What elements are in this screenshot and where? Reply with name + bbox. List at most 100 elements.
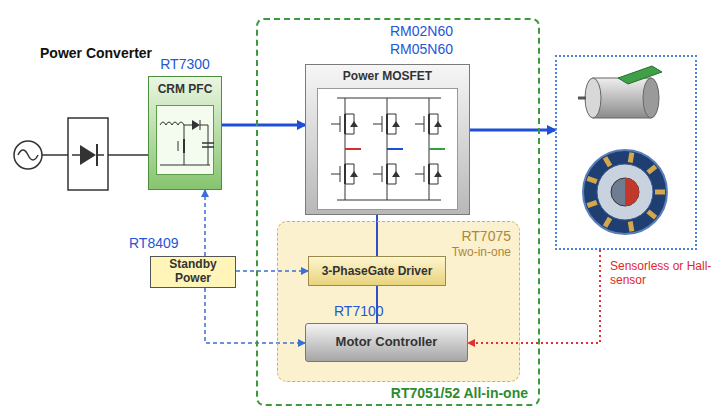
body-diode xyxy=(392,171,400,177)
wire xyxy=(208,125,209,165)
body-diode xyxy=(434,121,442,127)
wire xyxy=(184,125,185,139)
inverter-icon xyxy=(317,88,458,210)
connector xyxy=(470,129,555,132)
gate-driver-box: 3-PhaseGate Driver xyxy=(308,256,446,286)
wire xyxy=(345,184,346,200)
diode-lead xyxy=(345,134,354,135)
body-diode xyxy=(392,121,400,127)
power-mosfet-block: Power MOSFETRM02N60RM05N60 xyxy=(305,64,470,215)
block-title: 3-PhaseGate Driver xyxy=(309,265,445,279)
diode-lead xyxy=(387,164,396,165)
stator xyxy=(583,150,667,234)
all-in-one-region: RT7051/52 All-in-onePower MOSFETRM02N60R… xyxy=(256,18,540,406)
stator-winding xyxy=(655,190,665,195)
phase-output xyxy=(429,148,445,150)
sine-wave xyxy=(18,150,38,160)
mosfet-channel xyxy=(344,114,346,134)
mosfet-channel xyxy=(386,114,388,134)
diode-lead xyxy=(429,114,438,115)
stator-winding xyxy=(648,211,656,217)
body-diode xyxy=(434,171,442,177)
wire xyxy=(97,154,104,156)
gate-lead xyxy=(331,124,340,125)
rotor xyxy=(611,178,639,206)
diode-lead xyxy=(387,114,396,115)
stator-winding xyxy=(605,218,610,227)
two-in-one-region: RT7075Two-in-one3-PhaseGate DriverMotor … xyxy=(277,221,520,382)
rectifier-box xyxy=(68,118,108,190)
stator-winding xyxy=(605,157,610,166)
signal-note: Sensorless or Hall-sensor xyxy=(610,260,722,288)
stator-winding xyxy=(630,153,632,163)
part-number: RT7300 xyxy=(149,56,221,72)
diode-lead xyxy=(429,164,438,165)
switch-gate xyxy=(178,141,179,151)
body-diode xyxy=(350,121,358,127)
diode-lead xyxy=(345,164,354,165)
region-label: RT7051/52 All-in-one xyxy=(391,385,528,401)
part-number: RT8409 xyxy=(129,235,179,251)
switch xyxy=(183,139,185,153)
diagram-title: Power Converter xyxy=(40,45,152,61)
stator-winding xyxy=(630,222,632,232)
motor-face xyxy=(585,78,601,118)
standby-power-box: Standby PowerRT8409 xyxy=(150,256,236,288)
wire xyxy=(200,125,208,126)
diode-lead xyxy=(345,114,354,115)
connector xyxy=(236,270,308,272)
wire xyxy=(387,98,388,114)
wire xyxy=(429,184,430,200)
block-title: Power MOSFET xyxy=(306,70,469,84)
rail xyxy=(337,200,441,201)
motor-back xyxy=(643,78,659,118)
wire xyxy=(184,125,192,126)
pfc-circuit-icon xyxy=(156,105,214,175)
connector xyxy=(222,124,305,127)
mosfet-channel xyxy=(386,164,388,184)
part-number: RT7100 xyxy=(334,303,384,319)
wire xyxy=(387,184,388,200)
connector xyxy=(205,288,305,343)
motor-region: Sensorless or Hall-sensor xyxy=(555,55,697,250)
phase-output xyxy=(387,148,403,150)
stator-winding xyxy=(648,166,656,172)
wire xyxy=(108,154,148,156)
rail xyxy=(337,98,441,99)
icon-panel xyxy=(157,106,214,175)
connector xyxy=(204,190,206,256)
icon-panel xyxy=(318,89,458,210)
wire xyxy=(345,98,346,114)
wire xyxy=(429,98,430,114)
part-number: RT7075 xyxy=(461,228,511,244)
motor-body xyxy=(593,78,651,118)
phase-output xyxy=(345,148,361,150)
diode-lead xyxy=(429,134,438,135)
block-title: CRM PFC xyxy=(149,83,221,97)
stator-bore xyxy=(597,164,653,220)
body-diode xyxy=(350,171,358,177)
motor-controller-box: Motor ControllerRT7100 xyxy=(305,323,468,362)
gate-lead xyxy=(331,174,340,175)
diode-lead xyxy=(387,134,396,135)
wire xyxy=(42,154,68,156)
stator-winding xyxy=(587,202,596,205)
diode-symbol xyxy=(80,145,96,165)
inductor xyxy=(160,122,184,125)
stator-winding xyxy=(587,178,596,181)
wire xyxy=(184,153,185,165)
wire xyxy=(72,154,80,156)
pfc-block: CRM PFCRT7300 xyxy=(148,76,222,190)
gate-lead xyxy=(415,124,424,125)
ac-source xyxy=(14,141,42,169)
gate-lead xyxy=(373,124,382,125)
gate-lead xyxy=(373,174,382,175)
motor-shaft xyxy=(578,97,586,100)
diode-lead xyxy=(345,184,354,185)
block-title: Motor Controller xyxy=(306,335,467,350)
part-number: RM02N60 xyxy=(390,23,453,39)
rotor-magnet xyxy=(625,178,639,206)
capacitor xyxy=(202,146,214,148)
motor-illustration xyxy=(578,66,667,234)
part-number: RM05N60 xyxy=(390,41,453,57)
